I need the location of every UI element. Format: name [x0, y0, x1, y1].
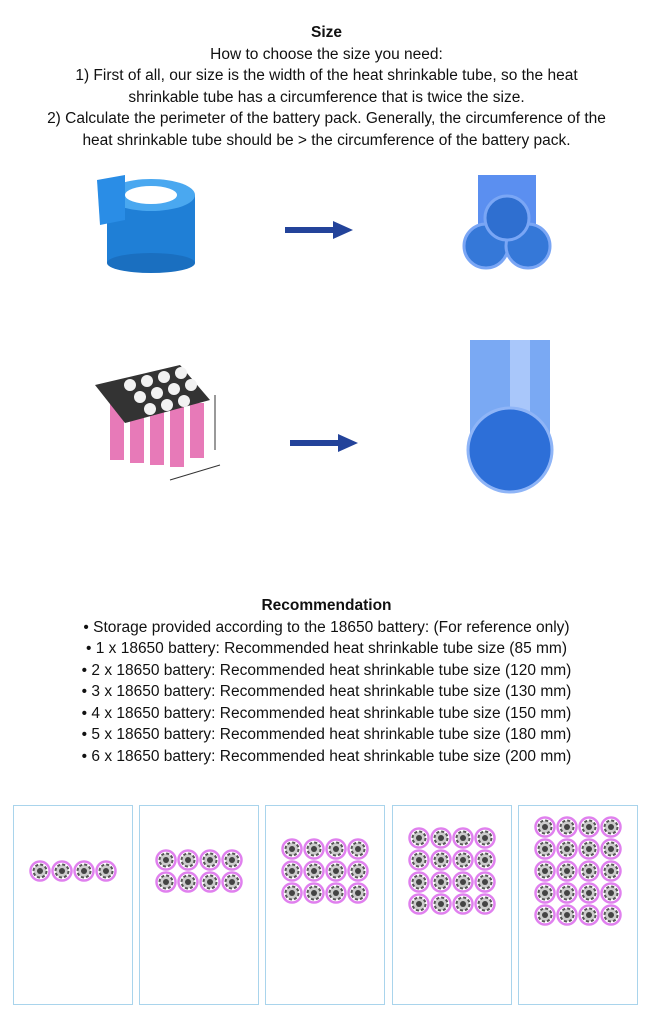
battery-cell-icon — [281, 860, 303, 882]
battery-cell-icon — [452, 849, 474, 871]
recommendation-line: • 4 x 18650 battery: Recommended heat sh… — [81, 704, 572, 722]
battery-cell-icon — [408, 827, 430, 849]
round-tube-image — [466, 340, 554, 494]
battery-cell-icon — [474, 827, 496, 849]
battery-cell-icon — [474, 893, 496, 915]
battery-cell-icon — [534, 816, 556, 838]
size-title: Size — [310, 24, 342, 41]
battery-cell-icon — [578, 816, 600, 838]
tube-roll-image — [97, 175, 195, 273]
recommendation-line: • 3 x 18650 battery: Recommended heat sh… — [81, 683, 572, 700]
battery-cell-icon — [534, 860, 556, 882]
battery-cell-icon — [408, 893, 430, 915]
size-line: heat shrinkable tube should be > the cir… — [82, 131, 571, 149]
layout-box — [518, 805, 638, 1005]
battery-cell-icon — [325, 838, 347, 860]
size-line: shrinkable tube has a circumference that… — [128, 88, 525, 106]
battery-cell-icon — [177, 871, 199, 893]
recommendation-section: Recommendation • Storage provided accord… — [0, 595, 653, 767]
battery-cell-icon — [199, 849, 221, 871]
battery-cell-icon — [600, 816, 622, 838]
cell-grid — [155, 849, 243, 893]
flattened-tube-image — [462, 175, 552, 270]
battery-cell-icon — [600, 860, 622, 882]
size-line: 2) Calculate the perimeter of the batter… — [47, 110, 606, 127]
battery-cell-icon — [281, 838, 303, 860]
size-section: Size How to choose the size you need: 1)… — [0, 22, 653, 151]
battery-cell-icon — [430, 893, 452, 915]
battery-cell-icon — [325, 860, 347, 882]
battery-cell-icon — [578, 838, 600, 860]
battery-cell-icon — [347, 860, 369, 882]
cell-grid — [29, 860, 117, 882]
battery-cell-icon — [155, 871, 177, 893]
battery-cell-icon — [534, 882, 556, 904]
battery-cell-icon — [556, 838, 578, 860]
battery-cell-icon — [155, 849, 177, 871]
arrow-icon — [285, 221, 353, 239]
battery-cell-icon — [347, 882, 369, 904]
battery-cell-icon — [95, 860, 117, 882]
battery-cell-icon — [578, 904, 600, 926]
battery-cell-icon — [51, 860, 73, 882]
battery-cell-icon — [556, 904, 578, 926]
battery-cell-icon — [347, 838, 369, 860]
battery-cell-icon — [452, 871, 474, 893]
battery-cell-icon — [556, 860, 578, 882]
battery-cell-icon — [474, 849, 496, 871]
battery-cell-icon — [177, 849, 199, 871]
battery-cell-icon — [430, 849, 452, 871]
battery-pack-image — [95, 365, 221, 481]
size-line: How to choose the size you need: — [210, 45, 443, 63]
battery-cell-icon — [221, 849, 243, 871]
battery-cell-icon — [534, 904, 556, 926]
battery-cell-icon — [199, 871, 221, 893]
battery-cell-icon — [600, 838, 622, 860]
recommendation-line: • Storage provided according to the 1865… — [83, 618, 570, 636]
layout-box — [139, 805, 259, 1005]
battery-cell-icon — [430, 871, 452, 893]
recommendation-line: • 5 x 18650 battery: Recommended heat sh… — [81, 726, 572, 743]
battery-cell-icon — [430, 827, 452, 849]
battery-cell-icon — [600, 904, 622, 926]
battery-cell-icon — [303, 838, 325, 860]
battery-cell-icon — [408, 871, 430, 893]
recommendation-title: Recommendation — [261, 597, 392, 614]
battery-cell-icon — [556, 882, 578, 904]
battery-cell-icon — [578, 860, 600, 882]
recommendation-line: • 1 x 18650 battery: Recommended heat sh… — [85, 640, 567, 657]
arrow-icon — [290, 434, 358, 452]
layout-box — [13, 805, 133, 1005]
battery-cell-icon — [221, 871, 243, 893]
layout-box — [392, 805, 512, 1005]
battery-cell-icon — [73, 860, 95, 882]
layout-box — [265, 805, 385, 1005]
cell-grid — [408, 827, 496, 915]
battery-cell-icon — [600, 882, 622, 904]
battery-cell-icon — [408, 849, 430, 871]
cell-grid — [534, 816, 622, 926]
recommendation-line: • 2 x 18650 battery: Recommended heat sh… — [81, 661, 572, 679]
battery-cell-icon — [534, 838, 556, 860]
battery-cell-icon — [474, 871, 496, 893]
battery-cell-icon — [452, 893, 474, 915]
battery-cell-icon — [303, 860, 325, 882]
battery-cell-icon — [452, 827, 474, 849]
cell-grid — [281, 838, 369, 904]
size-line: 1) First of all, our size is the width o… — [75, 67, 578, 84]
battery-cell-icon — [29, 860, 51, 882]
battery-cell-icon — [578, 882, 600, 904]
battery-cell-icon — [325, 882, 347, 904]
battery-cell-icon — [303, 882, 325, 904]
battery-cell-icon — [281, 882, 303, 904]
recommendation-line: • 6 x 18650 battery: Recommended heat sh… — [81, 747, 572, 765]
battery-cell-icon — [556, 816, 578, 838]
